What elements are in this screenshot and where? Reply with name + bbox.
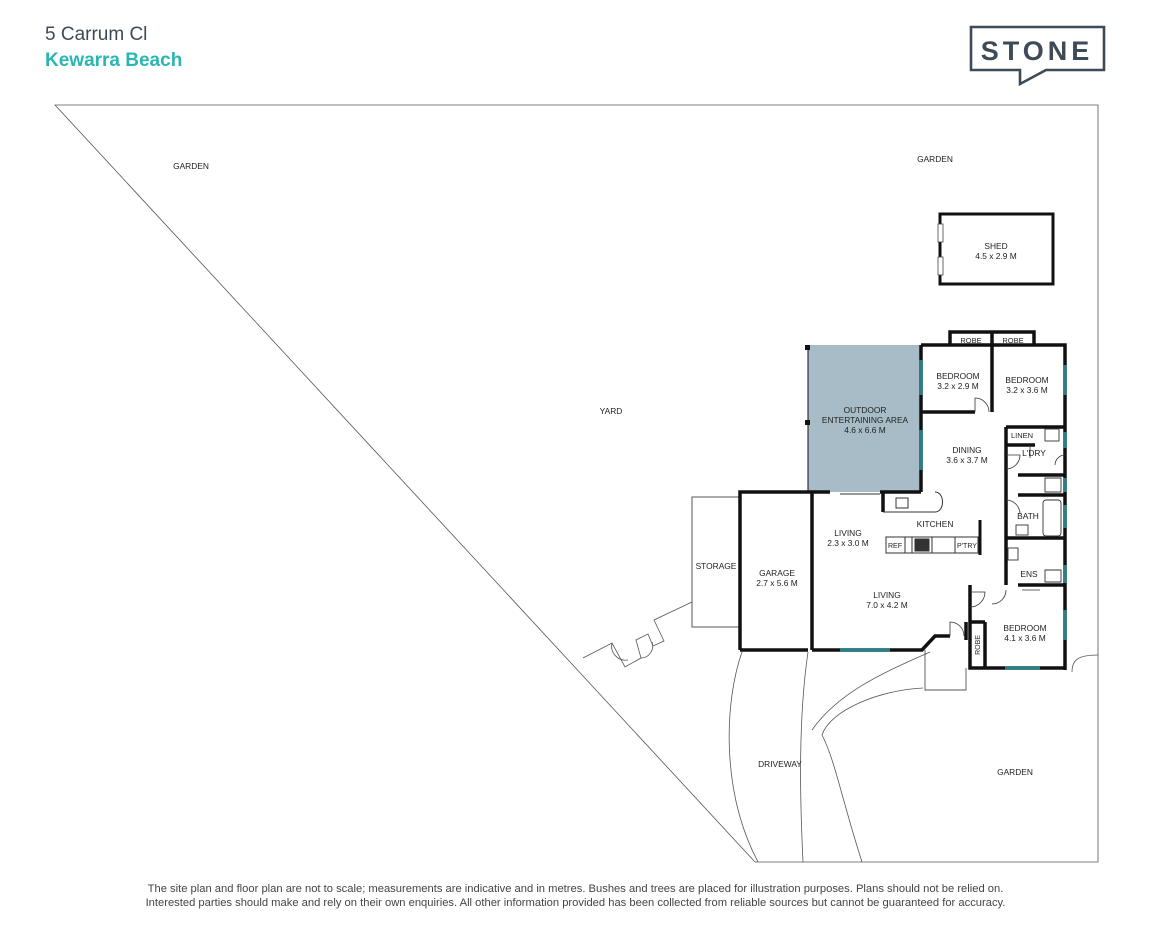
- ref-label: REF: [888, 543, 902, 550]
- laundry-label: L'DRY: [1022, 448, 1046, 458]
- site-plan: GARDEN GARDEN YARD DRIVEWAY GARDEN SHED …: [54, 104, 1099, 863]
- bedroom1-dims: 3.2 x 2.9 M: [937, 381, 978, 391]
- living-main-label: LIVING: [873, 590, 900, 600]
- bedroom3-dims: 4.1 x 3.6 M: [1004, 633, 1045, 643]
- robe3-label: ROBE: [975, 635, 982, 655]
- disclaimer-line2: Interested parties should make and rely …: [145, 897, 1006, 909]
- yard-door-outline: [582, 601, 693, 668]
- storage-room: [691, 496, 741, 628]
- outdoor-label-line2: ENTERTAINING AREA: [822, 415, 909, 425]
- driveway-label: DRIVEWAY: [758, 759, 802, 769]
- stone-logo: STONE: [969, 25, 1106, 87]
- address-suburb: Kewarra Beach: [45, 50, 183, 71]
- pantry-label: P'TRY: [957, 543, 977, 550]
- kitchen-fittings: [840, 491, 982, 555]
- storage-label: STORAGE: [696, 561, 737, 571]
- property-boundary: [54, 104, 1099, 863]
- shed-dims: 4.5 x 2.9 M: [975, 251, 1016, 261]
- yard-label: YARD: [600, 406, 623, 416]
- garage-label: GARAGE: [759, 568, 795, 578]
- kitchen-label: KITCHEN: [917, 519, 954, 529]
- bath-label: BATH: [1017, 511, 1039, 521]
- door-swings: [949, 397, 1066, 637]
- logo-text: STONE: [981, 36, 1094, 66]
- living-small-label: LIVING: [834, 528, 861, 538]
- address-street: 5 Carrum Cl: [45, 24, 148, 45]
- dining-label: DINING: [952, 445, 981, 455]
- disclaimer-line1: The site plan and floor plan are not to …: [147, 883, 1004, 895]
- outdoor-label-line1: OUTDOOR: [844, 405, 887, 415]
- robe2-label: ROBE: [1002, 336, 1023, 345]
- disclaimer: The site plan and floor plan are not to …: [0, 882, 1151, 910]
- bathroom-fixtures: [1007, 428, 1062, 583]
- bedroom2-label: BEDROOM: [1005, 375, 1048, 385]
- garden-nw-label: GARDEN: [173, 161, 209, 171]
- driveway-paths: [728, 651, 1099, 863]
- garden-ne-label: GARDEN: [917, 154, 953, 164]
- front-porch: [924, 650, 967, 691]
- shed-structure: [937, 212, 1055, 286]
- garden-se-label: GARDEN: [997, 767, 1033, 777]
- living-small-dims: 2.3 x 3.0 M: [827, 538, 868, 548]
- bedroom1-label: BEDROOM: [936, 371, 979, 381]
- linen-label: LINEN: [1011, 431, 1033, 440]
- bedroom2-dims: 3.2 x 3.6 M: [1006, 385, 1047, 395]
- dining-dims: 3.6 x 3.7 M: [946, 455, 987, 465]
- robe1-label: ROBE: [960, 336, 981, 345]
- garage-dims: 2.7 x 5.6 M: [756, 578, 797, 588]
- shed-label: SHED: [984, 241, 1007, 251]
- outdoor-entertaining-area: [808, 345, 921, 492]
- living-main-dims: 7.0 x 4.2 M: [866, 600, 907, 610]
- ensuite-label: ENS: [1020, 569, 1038, 579]
- windows: [840, 360, 1067, 670]
- bedroom3-label: BEDROOM: [1003, 623, 1046, 633]
- outdoor-dims: 4.6 x 6.6 M: [844, 425, 885, 435]
